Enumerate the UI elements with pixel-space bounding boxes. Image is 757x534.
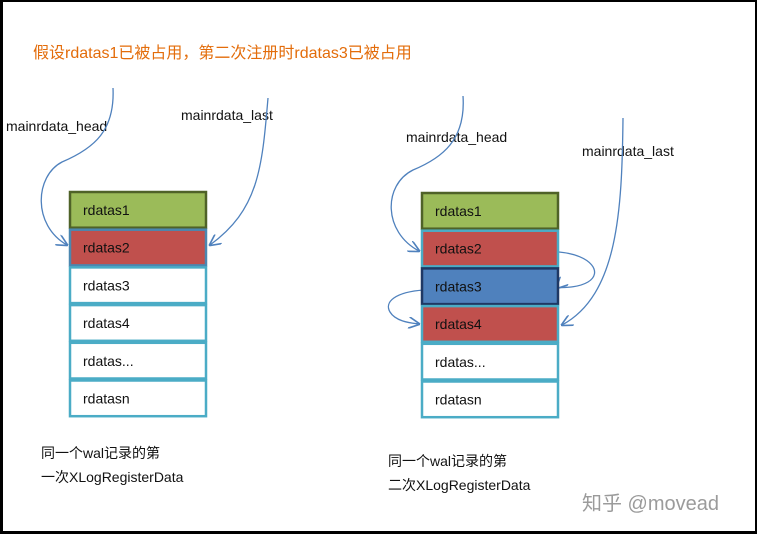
rdatas-cell-label: rdatas2 (435, 241, 482, 257)
left-rdatas-stack: rdatas1 rdatas2 rdatas3 rdatas4 rdatas... rda… (68, 190, 208, 418)
right-rdatas-stack: rdatas1 rdatas2 rdatas3 rdatas4 rdatas... rda… (420, 191, 560, 419)
rdatas-cell-box (68, 190, 208, 229)
right-diagram: mainrdata_head mainrdata_last rdatas1rda… (387, 95, 674, 493)
rdatas-cell-label: rdatasn (83, 391, 130, 407)
rdatas-cell-label: rdatas3 (435, 278, 482, 294)
rdatas-cell-box (68, 266, 208, 305)
rdatas-cell-label: rdatas1 (83, 202, 130, 218)
rdatas-cell-box (420, 267, 560, 306)
right-caption-line2: 二次XLogRegisterData (388, 477, 531, 493)
rdatas-cell-label: rdatas3 (83, 277, 130, 293)
left-caption-line2: 一次XLogRegisterData (41, 469, 184, 485)
left-caption-line1: 同一个wal记录的第 (41, 445, 160, 461)
rdatas-cell-label: rdatas4 (83, 315, 130, 331)
rdatas-cell-box (68, 341, 208, 380)
rdatas-cell-box (420, 342, 560, 381)
left-last-label: mainrdata_last (181, 107, 273, 123)
left-head-arrow (40, 87, 114, 245)
left-head-label: mainrdata_head (6, 118, 107, 134)
left-last-arrow (210, 97, 269, 245)
right-head-label: mainrdata_head (406, 129, 507, 145)
rdatas-cell-box (68, 303, 208, 343)
rdatas-cell-box (420, 304, 560, 344)
right-head-arrow (390, 95, 464, 251)
diagram-title: 假设rdatas1已被占用，第二次注册时rdatas3已被占用 (33, 44, 412, 62)
right-last-label: mainrdata_last (582, 143, 674, 159)
rdatas-cell-label: rdatasn (435, 392, 482, 408)
right-skip-arrow (557, 251, 596, 288)
rdatas-cell-box (68, 379, 208, 418)
rdatas-cell-label: rdatas... (83, 353, 134, 369)
rdatas-cell-box (420, 191, 560, 230)
right-link-arrow (387, 289, 425, 324)
rdatas-cell-box (68, 228, 208, 267)
rdatas-cell-label: rdatas4 (435, 316, 482, 332)
rdatas-cell-box (420, 229, 560, 268)
left-diagram: mainrdata_head mainrdata_last rdatas1rda… (6, 87, 273, 485)
rdatas-cell-label: rdatas2 (83, 240, 130, 256)
right-caption-line1: 同一个wal记录的第 (388, 453, 507, 469)
rdatas-cell-label: rdatas1 (435, 203, 482, 219)
right-last-arrow (562, 117, 624, 325)
rdatas-cell-box (420, 380, 560, 419)
watermark-text: 知乎 @movead (582, 492, 719, 515)
rdatas-cell-label: rdatas... (435, 354, 486, 370)
